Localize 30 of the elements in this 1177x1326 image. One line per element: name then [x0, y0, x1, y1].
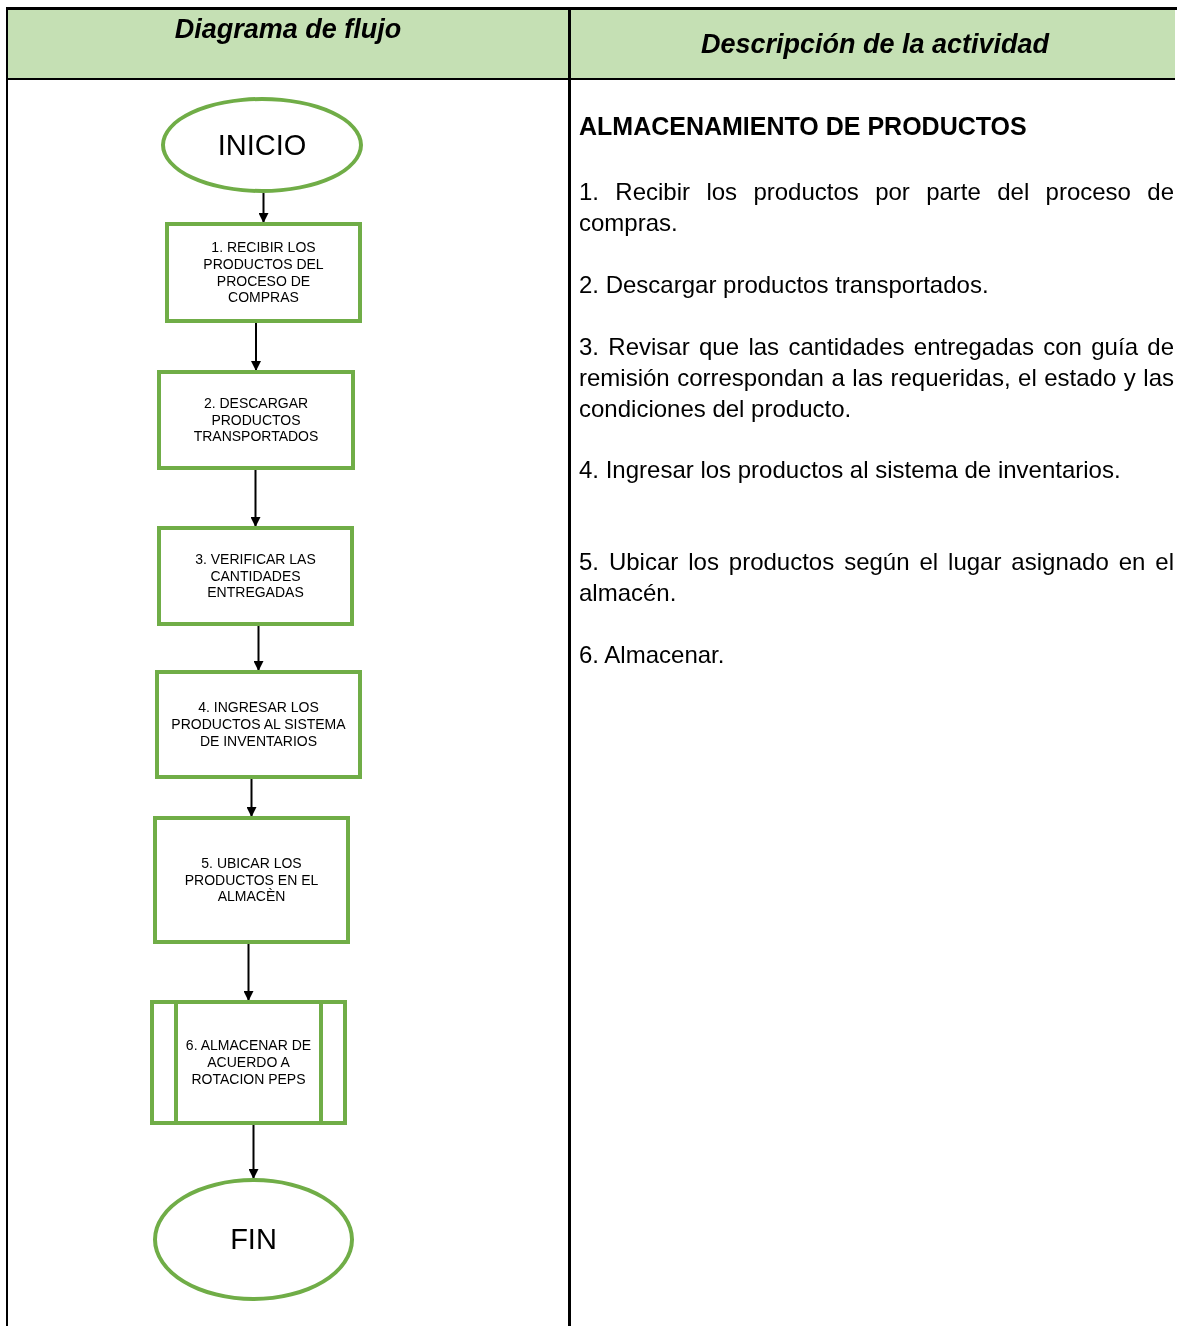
process-box: [157, 526, 354, 626]
arrow: [243, 943, 254, 1001]
column-heading: Descripción de la actividad: [699, 29, 1051, 60]
step-description: 4. Ingresar los productos al sistema de inventarios.: [579, 455, 1122, 485]
node-label: 1. RECIBIR LOS PRODUCTOS DEL PROCESO DE COMPRAS: [202, 238, 325, 307]
node-label: FIN: [230, 1222, 277, 1257]
arrow: [251, 322, 261, 371]
node-label: 6. ALMACENAR DE ACUERDO A ROTACION PEPS: [184, 1037, 313, 1088]
step-description: 2. Descargar productos transportados.: [579, 270, 990, 300]
arrow: [253, 625, 264, 671]
process-box: [157, 370, 355, 470]
node-label: 3. VERIFICAR LAS CANTIDADES ENTREGADAS: [194, 550, 317, 602]
process-box: [155, 670, 362, 779]
step-description: 6. Almacenar.: [579, 640, 726, 670]
arrow: [248, 1124, 259, 1179]
column-heading: Diagrama de flujo: [173, 14, 403, 45]
node-label: INICIO: [217, 127, 307, 163]
arrow: [246, 778, 257, 817]
arrow: [258, 192, 269, 223]
step-description: 1. Recibir los productos por parte del proceso de compras.: [579, 177, 1174, 238]
node-label: 5. UBICAR LOS PRODUCTOS EN EL ALMACÈN: [183, 854, 320, 906]
step-description: 3. Revisar que las cantidades entregadas con guía de remisión correspondan a las requeridas, el estado y las condiciones del producto.: [579, 332, 1174, 424]
node-label: 2. DESCARGAR PRODUCTOS TRANSPORTADOS: [192, 394, 320, 446]
process-box: [153, 816, 350, 944]
node-label: 4. INGRESAR LOS PRODUCTOS AL SISTEMA DE INVENTARIOS: [171, 699, 346, 750]
process-box: [165, 222, 362, 323]
arrow: [250, 469, 261, 527]
step-description: 5. Ubicar los productos según el lugar asignado en el almacén.: [579, 547, 1174, 608]
section-heading: ALMACENAMIENTO DE PRODUCTOS: [579, 112, 1028, 141]
subprocess-box: [150, 1000, 347, 1125]
